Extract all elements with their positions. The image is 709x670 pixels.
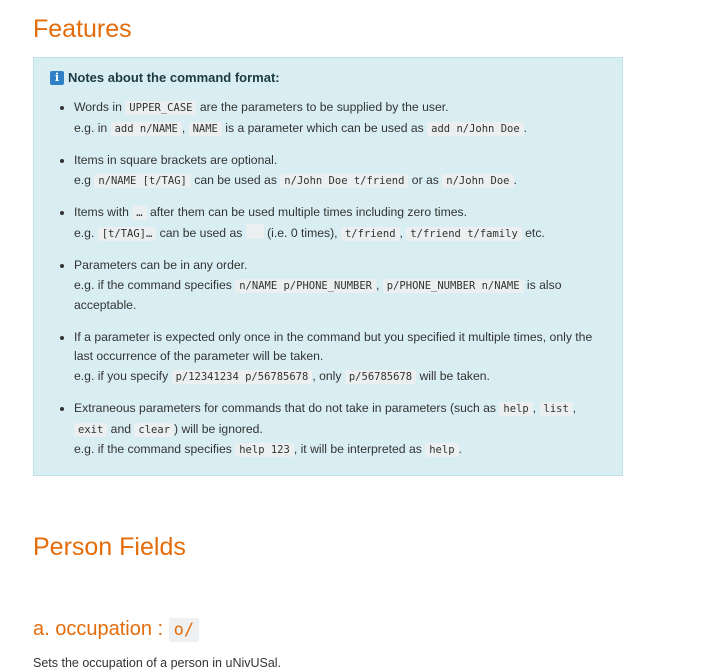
note-text: , (572, 401, 577, 415)
inline-code: clear (134, 422, 175, 437)
note-text: e.g. if you specify (74, 368, 172, 383)
occupation-prefix-code: o/ (168, 618, 200, 642)
inline-code: help (425, 443, 459, 457)
note-text: Items in square brackets are optional. (74, 153, 278, 167)
note-item-optional: Items in square brackets are optional. e… (74, 151, 594, 191)
inline-code: n/John Doe (442, 173, 514, 188)
person-fields-heading: Person Fields (33, 533, 186, 561)
occupation-heading: a. occupation : o/ (33, 616, 200, 643)
note-item-multiple: Items with … after them can be used mult… (74, 203, 594, 244)
inline-code: UPPER_CASE (125, 101, 197, 115)
inline-code: list (539, 402, 573, 416)
empty-inline-code (245, 223, 264, 239)
info-icon: i (50, 70, 64, 85)
inline-code: help (499, 402, 533, 416)
occupation-heading-text: a. occupation : (33, 618, 169, 640)
note-text: , (399, 225, 407, 240)
note-text: Items with (74, 205, 133, 219)
note-text: , it will be interpreted as (293, 442, 426, 456)
note-text: Extraneous parameters for commands that … (74, 401, 500, 415)
inline-code: p/56785678 (344, 369, 417, 384)
note-text: e.g. (74, 225, 98, 240)
note-item-extraneous: Extraneous parameters for commands that … (74, 399, 594, 461)
note-text: are the parameters to be supplied by the… (196, 100, 449, 114)
note-text: Words in (74, 100, 126, 114)
inline-code: n/NAME [t/TAG] (94, 173, 191, 188)
note-text: Parameters can be in any order. (74, 258, 248, 272)
inline-code: exit (74, 422, 108, 437)
note-text: after them can be used multiple times in… (146, 205, 467, 219)
note-text: , (376, 277, 383, 292)
inline-code: add n/John Doe (427, 121, 524, 136)
note-text: etc. (521, 225, 545, 240)
note-item-last-occurrence: If a parameter is expected only once in … (74, 328, 594, 388)
note-text: , (181, 120, 189, 135)
inline-code: t/friend (340, 226, 400, 241)
inline-code: … (132, 206, 147, 220)
inline-code: help 123 (235, 443, 294, 457)
note-text: and (107, 421, 135, 436)
note-text: . (523, 120, 528, 135)
features-heading: Features (33, 15, 132, 43)
occupation-description: Sets the occupation of a person in uNivU… (33, 656, 282, 670)
note-text: . (458, 442, 462, 456)
note-text: ) will be ignored. (174, 421, 263, 436)
command-format-notes: i Notes about the command format: Words … (33, 57, 623, 476)
note-item-any-order: Parameters can be in any order. e.g. if … (74, 256, 594, 316)
note-text: , only (312, 368, 345, 383)
note-text: can be used as (190, 172, 281, 187)
note-text: e.g. if the command specifies (74, 442, 236, 456)
inline-code: [t/TAG]… (97, 226, 157, 241)
notes-list: Words in UPPER_CASE are the parameters t… (34, 98, 594, 473)
note-text: or as (408, 172, 443, 187)
inline-code: add n/NAME (110, 121, 182, 136)
note-text: will be taken. (416, 368, 490, 383)
note-text: (i.e. 0 times), (263, 225, 341, 240)
inline-code: p/12341234 p/56785678 (171, 369, 313, 384)
note-text: can be used as (156, 225, 246, 240)
note-text: If a parameter is expected only once in … (74, 329, 593, 364)
note-text: e.g (74, 172, 95, 187)
notes-title: i Notes about the command format: (50, 70, 280, 85)
inline-code: n/John Doe t/friend (280, 173, 409, 188)
note-text: is also acceptable. (74, 277, 562, 313)
notes-title-text: Notes about the command format: (68, 70, 280, 85)
inline-code: NAME (188, 121, 222, 136)
note-text: is a parameter which can be used as (221, 120, 428, 135)
inline-code: n/NAME p/PHONE_NUMBER (235, 278, 376, 293)
note-item-upper-case: Words in UPPER_CASE are the parameters t… (74, 98, 594, 139)
inline-code: p/PHONE_NUMBER n/NAME (382, 278, 524, 293)
note-text: e.g. in (74, 120, 111, 135)
note-text: . (513, 172, 517, 187)
inline-code: t/friend t/family (406, 226, 522, 241)
note-text: e.g. if the command specifies (74, 277, 236, 292)
note-text: , (532, 401, 540, 415)
